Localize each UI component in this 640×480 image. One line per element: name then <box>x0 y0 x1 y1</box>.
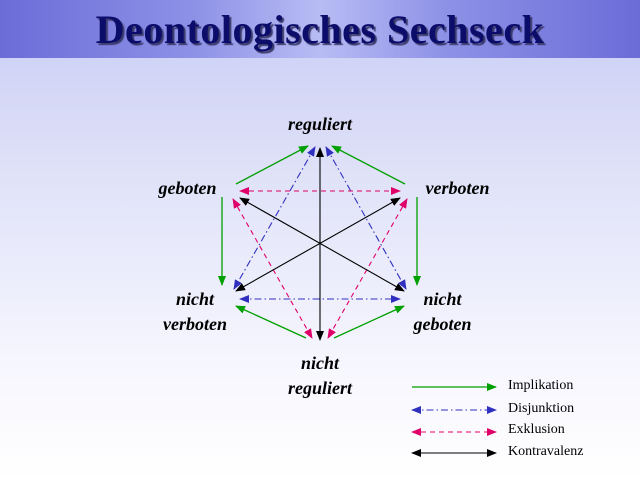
legend-label-kontravalenz: Kontravalenz <box>508 444 584 459</box>
contravalence-arrow-verboten-nicht-verboten <box>235 197 401 292</box>
implication-arrow-verboten-reguliert <box>331 145 406 185</box>
node-nicht-verboten: nicht verboten <box>163 289 227 334</box>
node-nicht-geboten: nicht geboten <box>413 289 472 334</box>
contravalence-arrow-geboten-nicht-geboten <box>239 197 405 292</box>
legend-label-exklusion: Exklusion <box>508 422 565 437</box>
node-geboten: geboten <box>158 178 217 198</box>
implication-arrow-geboten-reguliert <box>235 145 309 185</box>
legend-label-implikation: Implikation <box>508 378 574 393</box>
legend-label-disjunktion: Disjunktion <box>508 401 575 416</box>
node-reguliert: reguliert <box>287 114 352 134</box>
disjunction-arrow-reguliert-nicht-geboten <box>325 146 407 290</box>
node-nicht-reguliert: nicht reguliert <box>287 353 352 398</box>
title-bar <box>0 0 640 58</box>
node-verboten: verboten <box>425 178 490 198</box>
page-title: Deontologisches Sechseck <box>95 7 545 52</box>
